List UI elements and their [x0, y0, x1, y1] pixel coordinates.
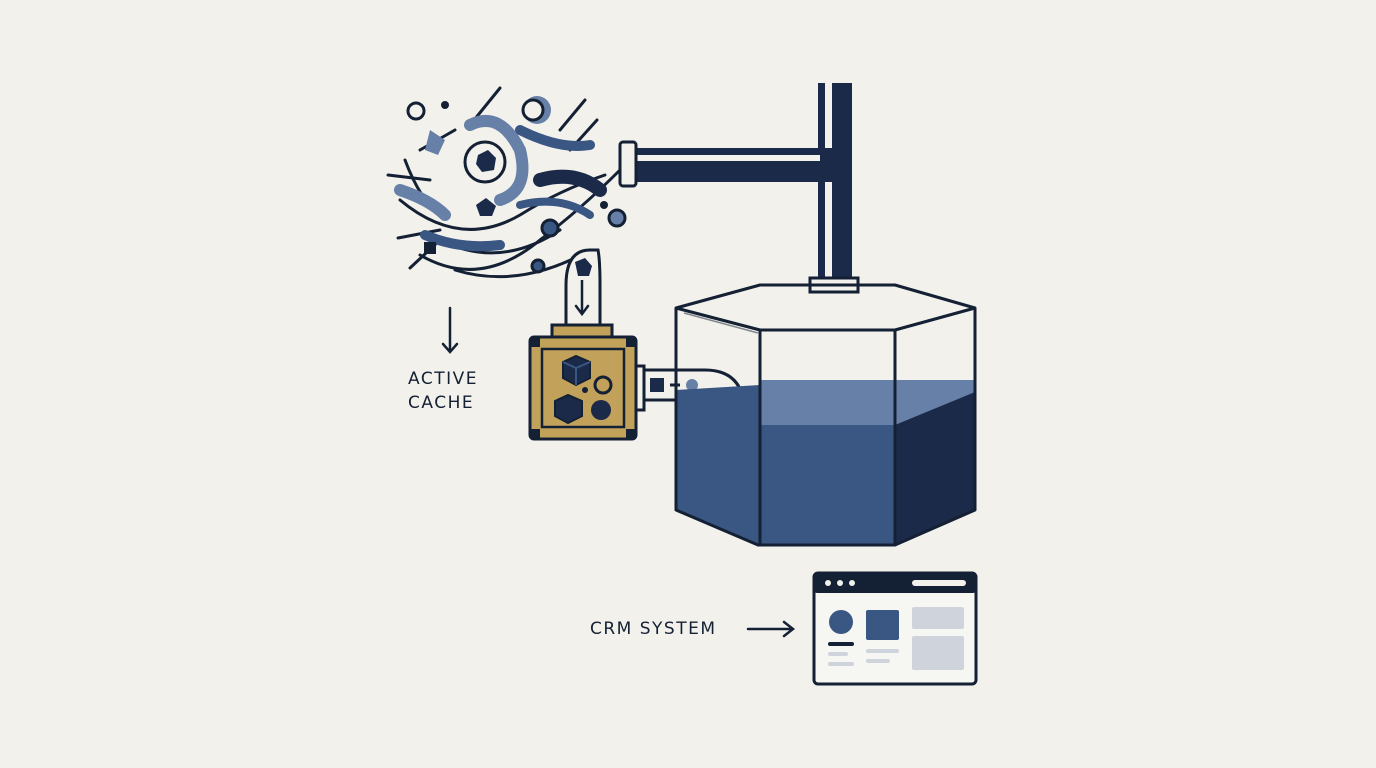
cache-label-line1: ACTIVE: [408, 369, 478, 389]
cube-icon: [554, 393, 583, 425]
crm-arrow-icon: [746, 620, 796, 638]
vertical-supply-pipe: [808, 83, 860, 294]
crm-system-label: CRM SYSTEM: [590, 619, 717, 639]
cache-arrow-icon: [441, 306, 459, 354]
active-cache-label: ACTIVE CACHE: [408, 367, 478, 415]
tank-icon: [674, 283, 977, 547]
data-chaos-icon: [386, 86, 627, 279]
cache-label-line2: CACHE: [408, 393, 475, 413]
crm-window-icon: [812, 571, 978, 686]
cache-box-icon: [528, 323, 646, 441]
cache-feed-pipe: [564, 248, 602, 325]
horizontal-pipe: [618, 140, 840, 188]
